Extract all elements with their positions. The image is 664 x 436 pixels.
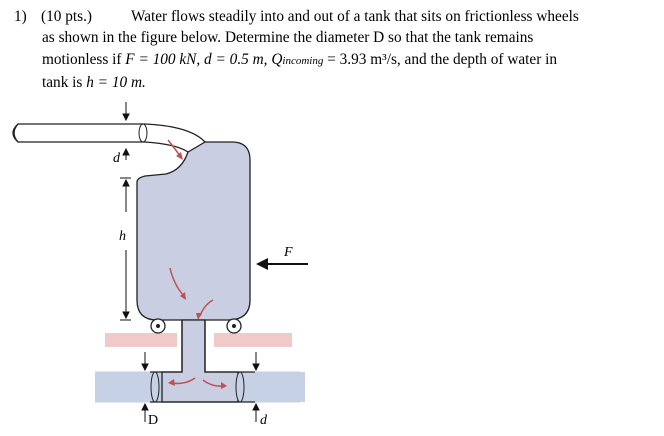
flow-arrowheads	[168, 152, 227, 389]
symbol-Q-subscript: incoming	[282, 55, 324, 67]
tank-neck	[161, 319, 239, 403]
problem-line-3: motionless if F = 100 kN, d = 0.5 m, Qin…	[42, 49, 557, 72]
problem-number: 1)	[14, 8, 27, 25]
problem-points: (10 pts.)	[41, 8, 92, 25]
label-h: h	[119, 229, 126, 244]
value-d: = 0.5 m,	[211, 51, 272, 68]
symbol-d: d	[204, 51, 212, 68]
inlet-pipe	[13, 123, 207, 153]
line3-text: motionless if	[42, 51, 126, 68]
h-dimension	[120, 177, 131, 321]
problem-line-1: 1) (10 pts.) Water flows steadily into and…	[14, 6, 579, 27]
symbol-Q: Q	[271, 51, 283, 68]
label-D: D	[148, 413, 158, 428]
label-d-bottom: d	[260, 413, 268, 428]
label-d-top: d	[113, 151, 121, 166]
problem-line-2: as shown in the figure below. Determine …	[42, 29, 534, 46]
d-top-dimension	[122, 102, 130, 160]
D-dimension	[141, 352, 149, 422]
symbol-F: F	[125, 51, 135, 68]
label-F: F	[283, 245, 293, 260]
force-F-arrow	[256, 258, 308, 270]
value-F: = 100 kN,	[134, 51, 205, 68]
problem-line-4: tank is h = 10 m.	[42, 72, 146, 93]
support-plate-left	[105, 333, 177, 347]
symbol-h: h	[86, 74, 94, 91]
line4-text: tank is	[42, 74, 87, 91]
support-plate-right	[214, 333, 292, 347]
value-Q: = 3.93 m³/s, and the depth of water in	[323, 51, 558, 68]
d-bottom-dimension	[252, 352, 260, 422]
problem-text-1: Water flows steadily into and out of a t…	[131, 8, 579, 25]
value-h: = 10 m.	[93, 74, 146, 91]
tank-body	[136, 141, 251, 321]
